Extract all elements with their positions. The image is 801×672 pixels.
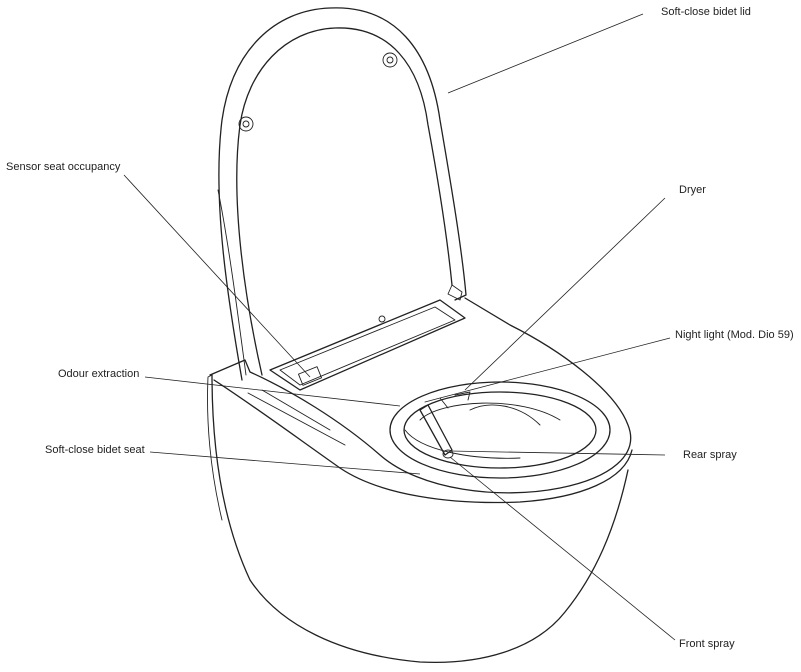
lid	[217, 7, 467, 381]
spray-wand	[419, 391, 471, 459]
label-soft-close-lid: Soft-close bidet lid	[661, 6, 751, 18]
label-rear-spray: Rear spray	[683, 449, 737, 461]
control-panel	[269, 299, 466, 391]
seat-outline	[209, 297, 633, 504]
label-sensor-seat-occupancy: Sensor seat occupancy	[6, 161, 121, 173]
label-odour-extraction: Odour extraction	[58, 368, 140, 380]
label-front-spray: Front spray	[679, 638, 735, 650]
label-night-light: Night light (Mod. Dio 59)	[675, 329, 794, 341]
bowl-opening	[389, 381, 611, 479]
label-soft-close-seat: Soft-close bidet seat	[45, 444, 145, 456]
leader-lines	[123, 13, 676, 641]
label-dryer: Dryer	[679, 184, 706, 196]
